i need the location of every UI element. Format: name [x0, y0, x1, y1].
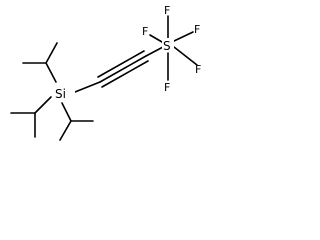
triple-bond-line-2	[97, 50, 145, 78]
isopropyl-lower-right	[59, 102, 94, 141]
isopropyl-lower-left	[10, 96, 52, 138]
isopropyl-upper-left	[22, 42, 58, 83]
bond-alkyne-s	[145, 46, 164, 57]
fluorine-atom-label-top-right: F	[194, 23, 200, 36]
bond-si-ch-lower	[61, 102, 72, 122]
alkyne-linker	[69, 50, 149, 95]
si-label-background	[53, 85, 75, 100]
bond-si-ch-upper	[45, 62, 57, 83]
bond-ch-methyl-lower-left	[59, 120, 72, 141]
fluorine-atom-label-left: F	[142, 25, 148, 38]
triple-bond-line-3	[101, 60, 149, 88]
silicon-atom-label: Si	[55, 87, 66, 101]
chemical-structure: Si S F F F F F	[10, 4, 201, 141]
sulfur-fluorine-bonds	[145, 15, 198, 81]
bond-s-f-right	[173, 46, 198, 66]
fluorine-atom-label-right: F	[195, 63, 201, 76]
triple-bond-line-1	[99, 55, 147, 83]
fluorine-atom-label-top: F	[164, 4, 170, 17]
s-label-background	[162, 38, 174, 52]
bond-s-f-top-right	[173, 31, 194, 42]
fluorine-atom-label-bottom: F	[164, 81, 170, 94]
sulfur-atom-label: S	[163, 39, 171, 53]
bond-si-ch-left	[34, 96, 52, 114]
bond-ch-methyl-upper-right	[45, 42, 58, 64]
bond-s-f-left	[149, 34, 163, 43]
